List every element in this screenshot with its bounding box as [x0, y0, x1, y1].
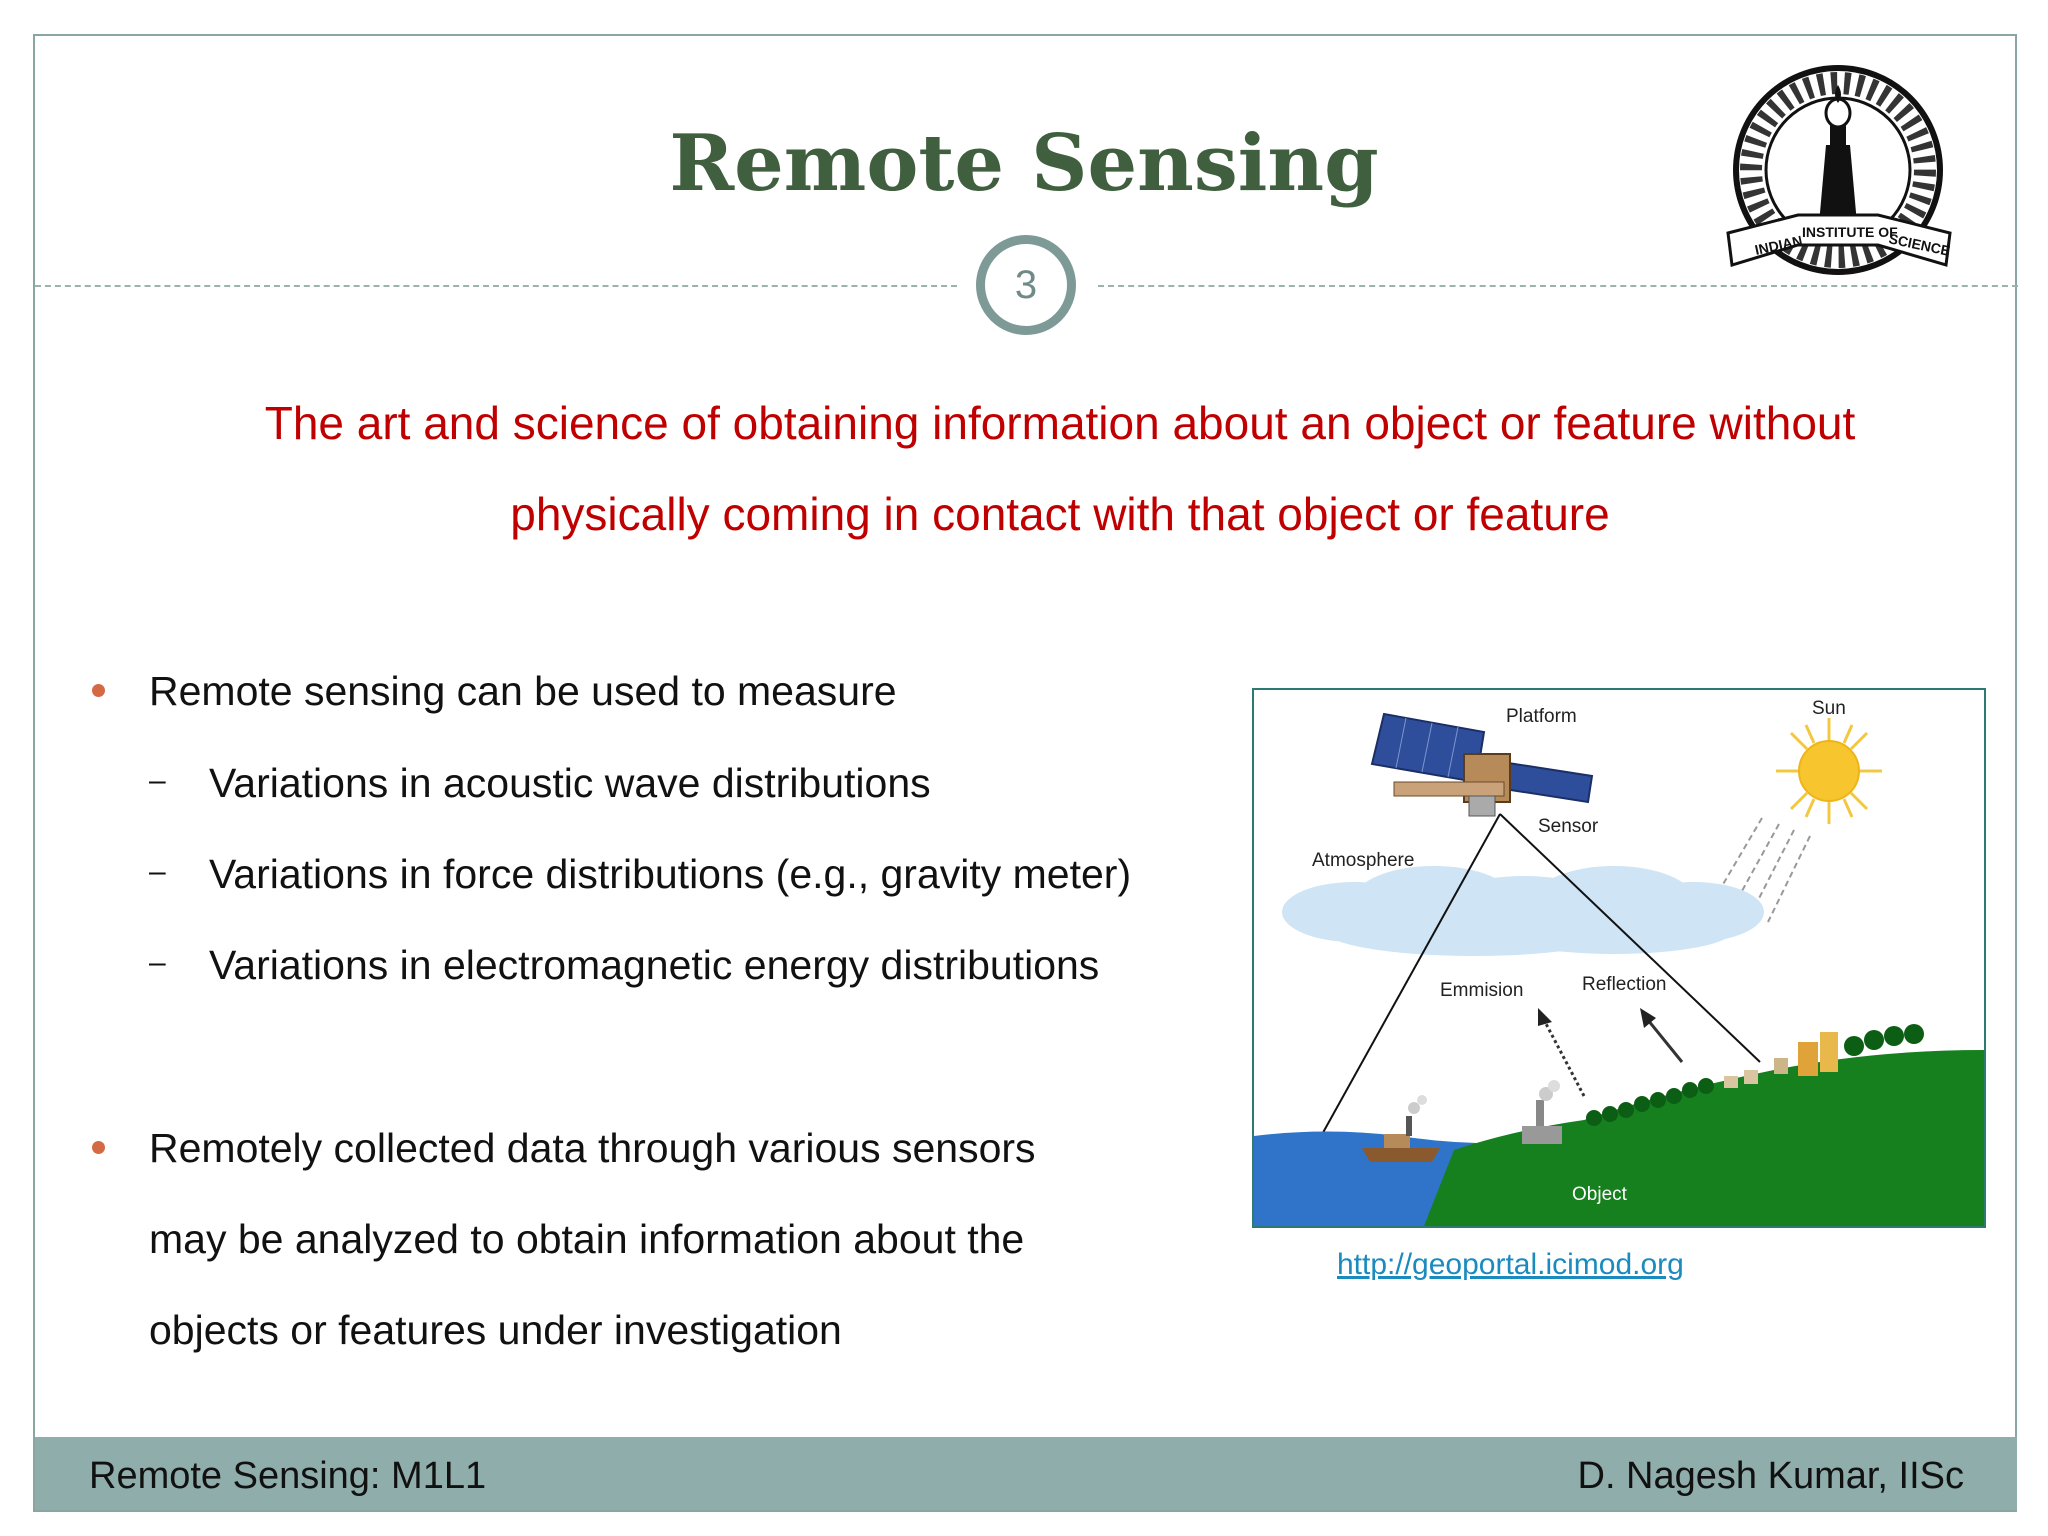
sub-bullet-1: Variations in acoustic wave distribution…: [209, 760, 931, 806]
reflection-arrow: [1640, 1008, 1684, 1063]
logo-text-middle: INSTITUTE OF: [1802, 224, 1898, 240]
footer-author: D. Nagesh Kumar, IISc: [1577, 1455, 1965, 1497]
definition-line-2: physically coming in contact with that o…: [510, 488, 1610, 540]
vegetation: [1586, 1024, 1924, 1126]
sun-icon: [1776, 718, 1882, 824]
label-sun: Sun: [1812, 698, 1846, 719]
atmosphere-cloud: [1282, 866, 1764, 956]
bullet-marker: [92, 684, 105, 697]
label-platform: Platform: [1506, 706, 1577, 727]
satellite-icon: [1370, 712, 1594, 817]
source-link[interactable]: http://geoportal.icimod.org: [1337, 1248, 1684, 1281]
header-rule-right: [1098, 285, 2018, 287]
label-sensor: Sensor: [1538, 816, 1599, 837]
emission-arrow: [1538, 1008, 1586, 1097]
label-reflection: Reflection: [1582, 974, 1667, 995]
buildings: [1724, 1032, 1838, 1088]
label-emission: Emmision: [1440, 980, 1523, 1001]
label-object: Object: [1572, 1184, 1628, 1205]
factory-icon: [1522, 1080, 1562, 1144]
slide-title: Remote Sensing: [669, 118, 1379, 209]
header-rule-left: [35, 285, 957, 287]
remote-sensing-diagram: Platform Sun Sensor Atmosphere Emmision …: [1252, 688, 1986, 1228]
footer-bar: Remote Sensing: M1L1 D. Nagesh Kumar, II…: [35, 1437, 2017, 1510]
page-number: 3: [976, 235, 1076, 335]
sub-bullet-dash: –: [149, 764, 166, 797]
sub-bullet-3: Variations in electromagnetic energy dis…: [209, 942, 1100, 988]
bullet-2-line-2: may be analyzed to obtain information ab…: [149, 1216, 1025, 1262]
sub-bullet-2: Variations in force distributions (e.g.,…: [209, 851, 1132, 897]
iisc-logo: INDIAN INSTITUTE OF SCIENCE: [1726, 65, 1952, 275]
bullet-1: Remote sensing can be used to measure: [149, 668, 897, 714]
bullet-marker: [92, 1141, 105, 1154]
bullet-2-line-3: objects or features under investigation: [149, 1307, 842, 1353]
sub-bullet-dash: –: [149, 946, 166, 979]
label-atmosphere: Atmosphere: [1312, 850, 1414, 871]
sub-bullet-dash: –: [149, 855, 166, 888]
bullet-2-line-1: Remotely collected data through various …: [149, 1125, 1036, 1171]
definition: The art and science of obtaining informa…: [100, 378, 2020, 560]
boat-icon: [1362, 1095, 1440, 1162]
solar-rays: [1721, 817, 1811, 923]
land: [1424, 1050, 1984, 1226]
footer-course: Remote Sensing: M1L1: [89, 1455, 487, 1497]
definition-line-1: The art and science of obtaining informa…: [264, 397, 1856, 449]
sensor-field-of-view: [1319, 813, 1761, 1139]
